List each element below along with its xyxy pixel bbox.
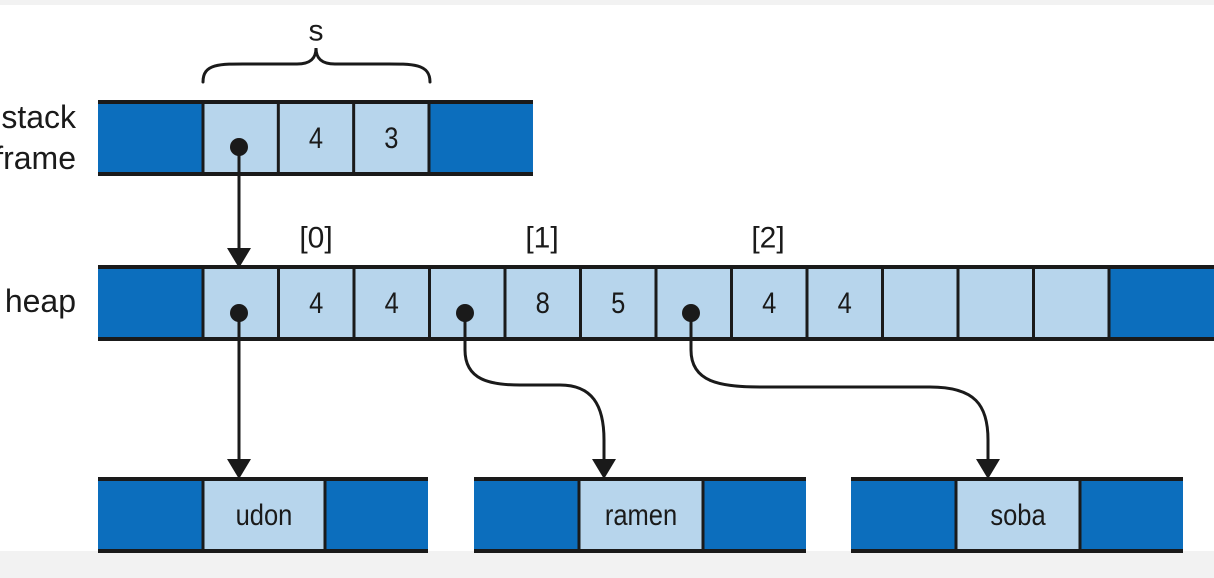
heap-cell-8-value: 4 bbox=[838, 286, 852, 319]
string-2-right-pad bbox=[1080, 479, 1183, 551]
index-label-0: [0] bbox=[299, 222, 332, 255]
heap-label: heap bbox=[5, 283, 76, 319]
heap-cell-7 bbox=[731, 267, 807, 339]
frame-label-line2: frame bbox=[0, 140, 76, 176]
string-buffer-soba: soba bbox=[851, 477, 1183, 553]
index-label-2: [2] bbox=[751, 222, 784, 255]
string-0-cell-0-value: udon bbox=[236, 498, 293, 531]
brace-s bbox=[201, 47, 432, 84]
string-1-cell-0-value: ramen bbox=[605, 498, 677, 531]
stack-cell-2 bbox=[353, 102, 429, 174]
stack-cell-0 bbox=[203, 102, 279, 174]
heap-cell-2 bbox=[354, 267, 430, 339]
bottom-margin-strip bbox=[0, 551, 1214, 578]
arrowhead-to-soba bbox=[976, 459, 1000, 479]
string-0-left-pad bbox=[98, 479, 203, 551]
heap-cell-2-value: 4 bbox=[385, 286, 399, 319]
heap-cell-1-value: 4 bbox=[309, 286, 323, 319]
stack-label-line1: stack bbox=[1, 99, 77, 135]
heap-cell-11 bbox=[1033, 267, 1109, 339]
string-1-cell-0 bbox=[579, 479, 703, 551]
heap-cell-10 bbox=[958, 267, 1034, 339]
string-1-left-pad bbox=[474, 479, 579, 551]
string-0-cell-0 bbox=[203, 479, 325, 551]
heap-cell-3 bbox=[429, 267, 505, 339]
string-0-right-pad bbox=[325, 479, 428, 551]
string-2-cell-0-value: soba bbox=[990, 498, 1046, 531]
string-buffer-ramen: ramen bbox=[474, 477, 806, 553]
heap-cell-4-value: 8 bbox=[536, 286, 550, 319]
pointer-line-heap-1-to-ramen bbox=[463, 313, 606, 460]
string-2-cell-0 bbox=[956, 479, 1080, 551]
pointer-line-heap-2-to-soba bbox=[689, 313, 990, 460]
heap-cell-0 bbox=[203, 267, 279, 339]
arrowhead-to-ramen bbox=[592, 459, 616, 479]
string-1-right-pad bbox=[703, 479, 806, 551]
stack-cell-1 bbox=[278, 102, 354, 174]
heap-cell-1 bbox=[278, 267, 354, 339]
arrowhead-to-udon bbox=[227, 459, 251, 479]
top-margin-strip bbox=[0, 0, 1214, 5]
stack-cell-1-value: 4 bbox=[309, 121, 323, 154]
arrowhead-stack-to-heap bbox=[227, 248, 251, 268]
index-label-1: [1] bbox=[525, 222, 558, 255]
heap-cell-5 bbox=[580, 267, 656, 339]
heap-cell-5-value: 5 bbox=[611, 286, 625, 319]
heap-right-pad bbox=[1109, 267, 1214, 339]
heap-cell-8 bbox=[807, 267, 883, 339]
heap-cell-7-value: 4 bbox=[762, 286, 776, 319]
stack-right-pad bbox=[428, 102, 533, 174]
heap-cell-9 bbox=[882, 267, 958, 339]
string-buffer-udon: udon bbox=[98, 477, 428, 553]
string-2-left-pad bbox=[851, 479, 956, 551]
stack-left-pad bbox=[98, 102, 203, 174]
heap-cell-6 bbox=[656, 267, 732, 339]
heap-left-pad bbox=[98, 267, 203, 339]
heap-strip: 4 4 8 5 4 4 bbox=[98, 265, 1214, 341]
brace-label-s: s bbox=[309, 15, 324, 48]
pointers bbox=[227, 138, 1000, 479]
string-buffers: udon ramen soba bbox=[98, 477, 1183, 553]
stack-cell-2-value: 3 bbox=[384, 121, 398, 154]
heap-cell-4 bbox=[505, 267, 581, 339]
